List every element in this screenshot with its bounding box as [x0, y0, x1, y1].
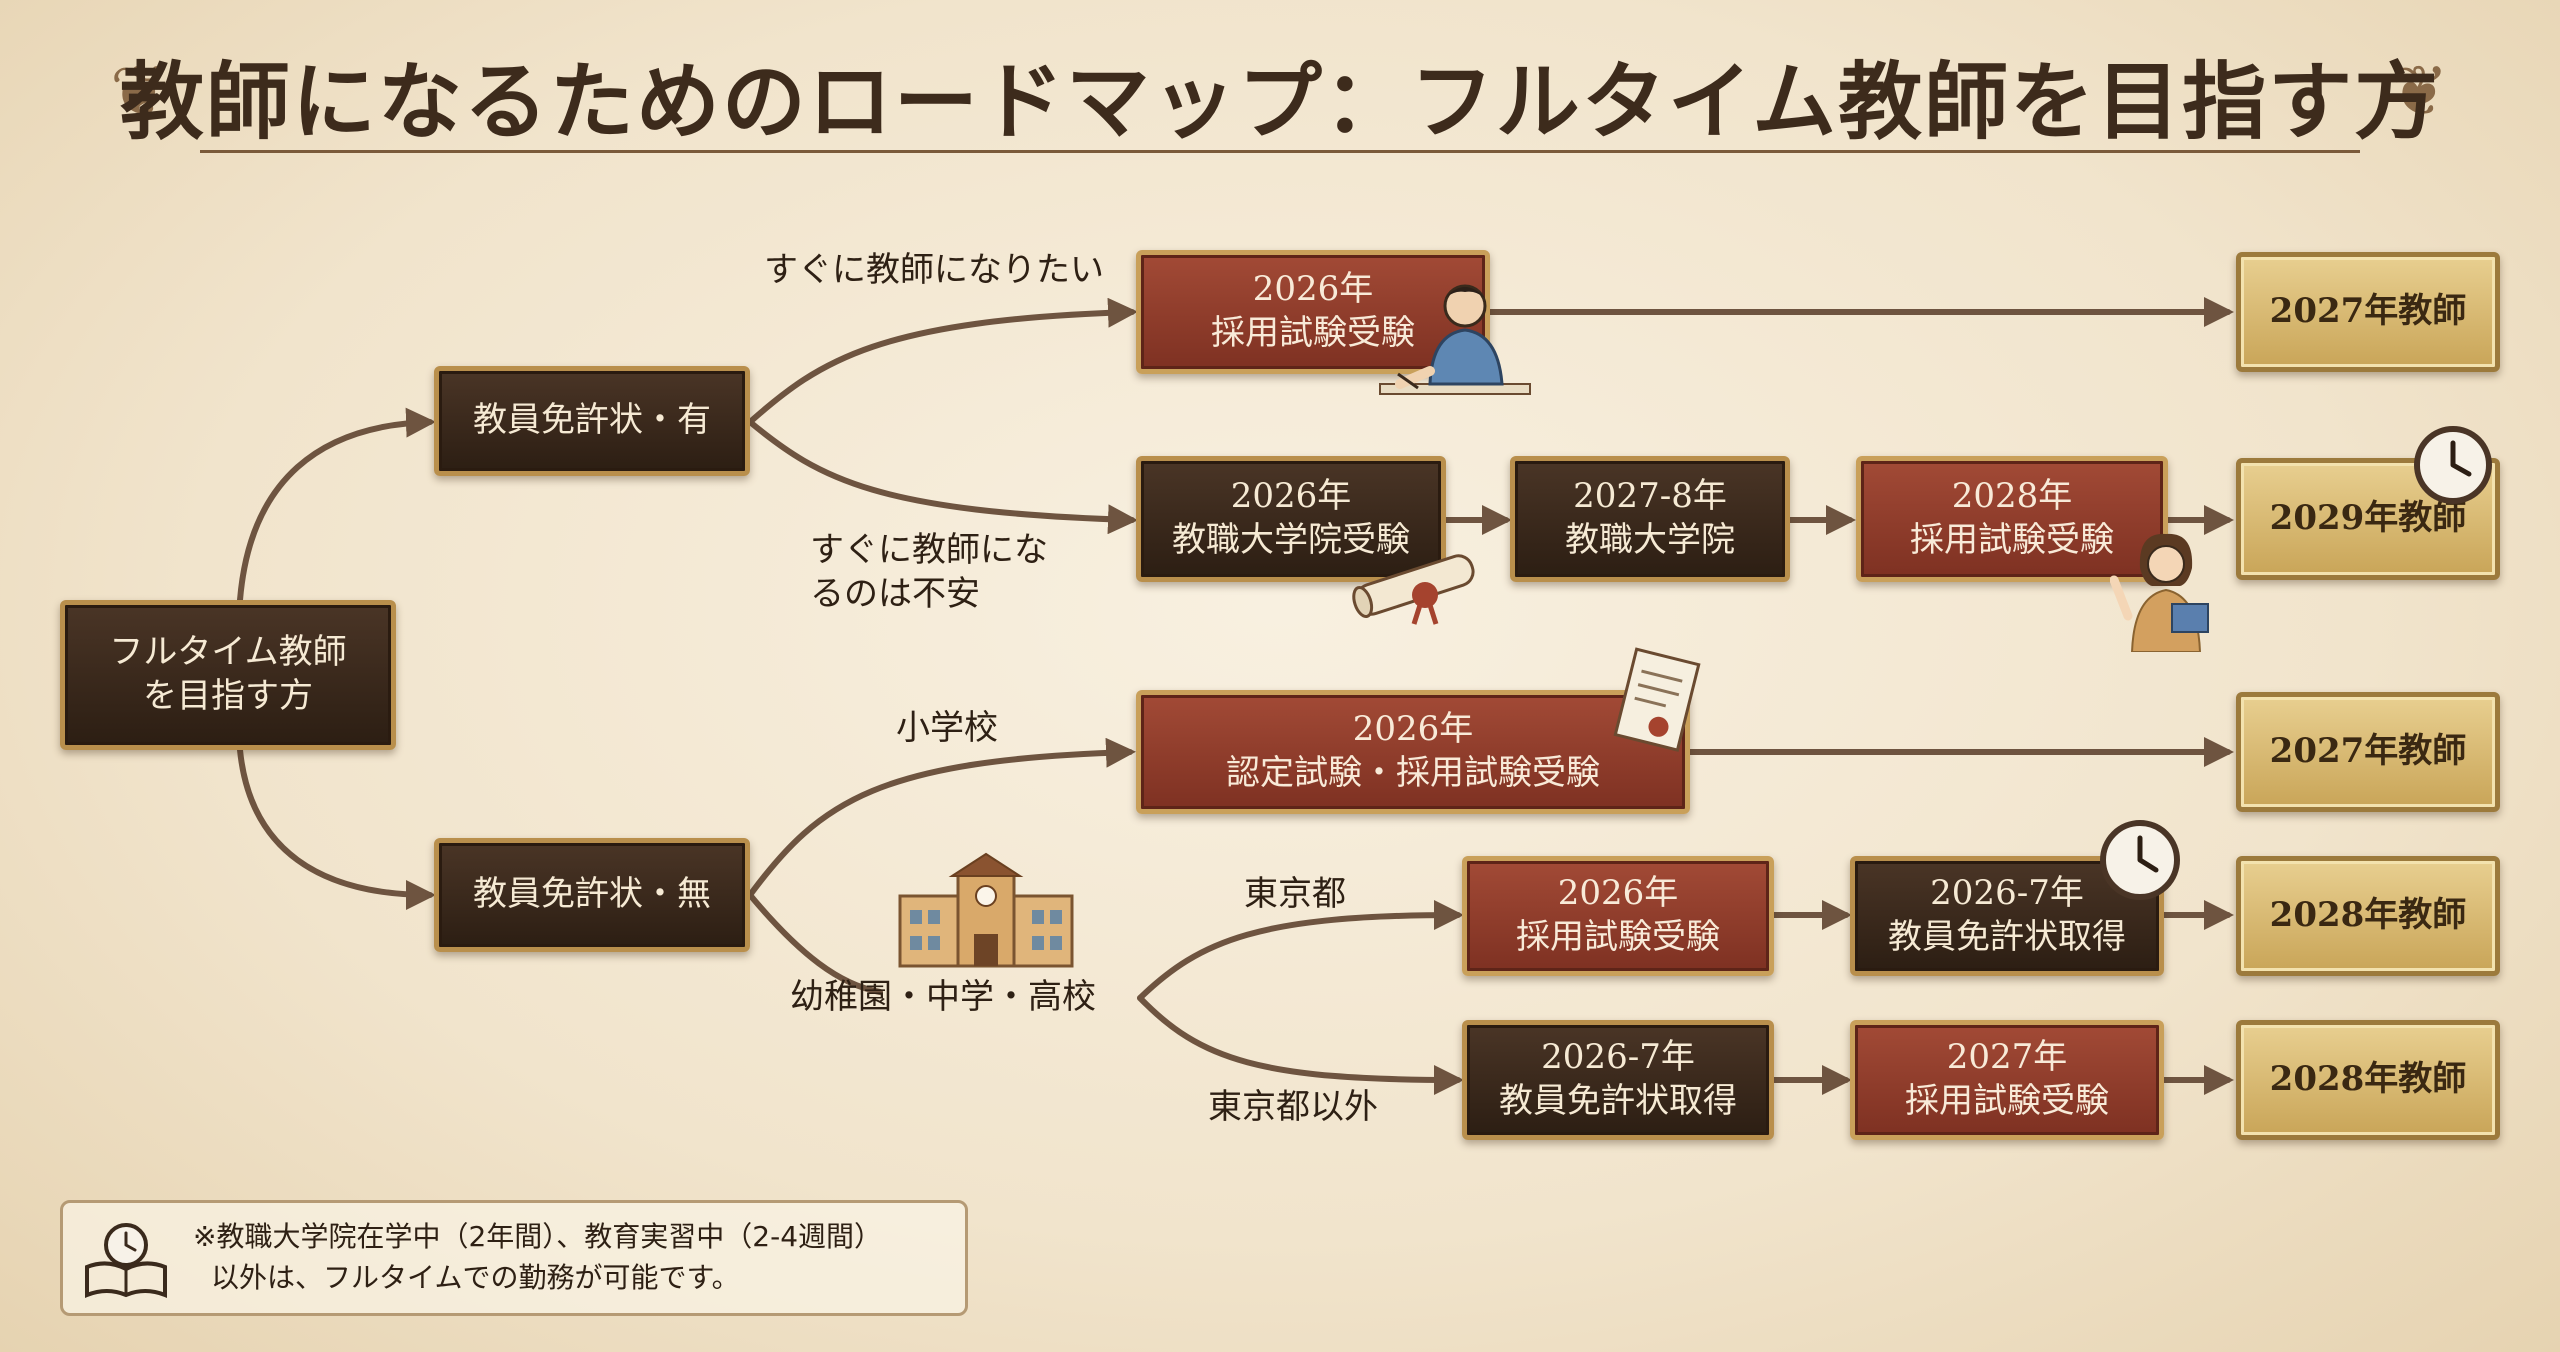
node-teacher-2027-b: 2027年教師: [2236, 692, 2500, 812]
label-not-tokyo: 東京都以外: [1208, 1087, 1378, 1127]
studying-person-icon: [1379, 284, 1531, 395]
footnote-line-1: ※教職大学院在学中（2年間）、教育実習中（2-4週間）: [193, 1220, 883, 1253]
node-cert-exam-2026: 2026年 認定試験・採用試験受験: [1136, 690, 1690, 814]
edge-yes-anxious: [747, 419, 1138, 535]
node-grad-exam-2026: 2026年 教職大学院受験: [1136, 456, 1446, 582]
node-exam-2028: 2028年 採用試験受験: [1856, 456, 2168, 582]
book-clock-icon: [85, 1223, 167, 1298]
node-teacher-2027-a: 2027年教師: [2236, 252, 2500, 372]
edge-start-no: [237, 747, 436, 910]
node-grad-school-2027: 2027-8年 教職大学院: [1510, 456, 1790, 582]
edge-other-not-tokyo: [1137, 995, 1464, 1095]
edge-yes-asap: [747, 297, 1138, 425]
school-building-icon: [898, 852, 1074, 968]
certificate-icon: [1613, 647, 1701, 752]
footnote-box: ※教職大学院在学中（2年間）、教育実習中（2-4週間） 以外は、フルタイムでの勤…: [60, 1200, 968, 1316]
title-divider: [200, 150, 2360, 153]
edge-no-elementary: [747, 737, 1136, 898]
diploma-scroll-icon: [1352, 554, 1475, 625]
node-teacher-2028-other: 2028年教師: [2236, 1020, 2500, 1140]
title-flourish-right-icon: ❦: [2390, 50, 2449, 132]
edge-other-tokyo: [1137, 900, 1464, 1001]
node-license-2026-other: 2026-7年 教員免許状取得: [1462, 1020, 1774, 1140]
node-license-yes: 教員免許状・有: [434, 366, 750, 476]
label-other-schools: 幼稚園・中学・高校: [790, 977, 1096, 1017]
label-tokyo: 東京都: [1244, 874, 1346, 914]
edge-no-other: [747, 892, 883, 995]
woman-with-book-icon: [2110, 533, 2209, 652]
title-flourish-left-icon: ❦: [110, 50, 169, 132]
edge-start-yes: [237, 407, 436, 603]
label-anxious: すぐに教師にな るのは不安: [810, 530, 1048, 615]
node-exam-2026-tokyo: 2026年 採用試験受験: [1462, 856, 1774, 976]
clock-icon: [2414, 426, 2492, 504]
footnote-line-2: 以外は、フルタイムでの勤務が可能です。: [211, 1260, 740, 1294]
page-title: 教師になるためのロードマップ：フルタイム教師を目指す方: [119, 51, 2441, 151]
label-asap: すぐに教師になりたい: [764, 250, 1104, 290]
clock-icon: [2100, 820, 2180, 900]
node-exam-2026-a: 2026年 採用試験受験: [1136, 250, 1490, 374]
node-exam-2027-other: 2027年 採用試験受験: [1850, 1020, 2164, 1140]
node-teacher-2028-tokyo: 2028年教師: [2236, 856, 2500, 976]
node-license-no: 教員免許状・無: [434, 838, 750, 952]
label-elementary: 小学校: [896, 708, 998, 748]
node-start: フルタイム教師 を目指す方: [60, 600, 396, 750]
